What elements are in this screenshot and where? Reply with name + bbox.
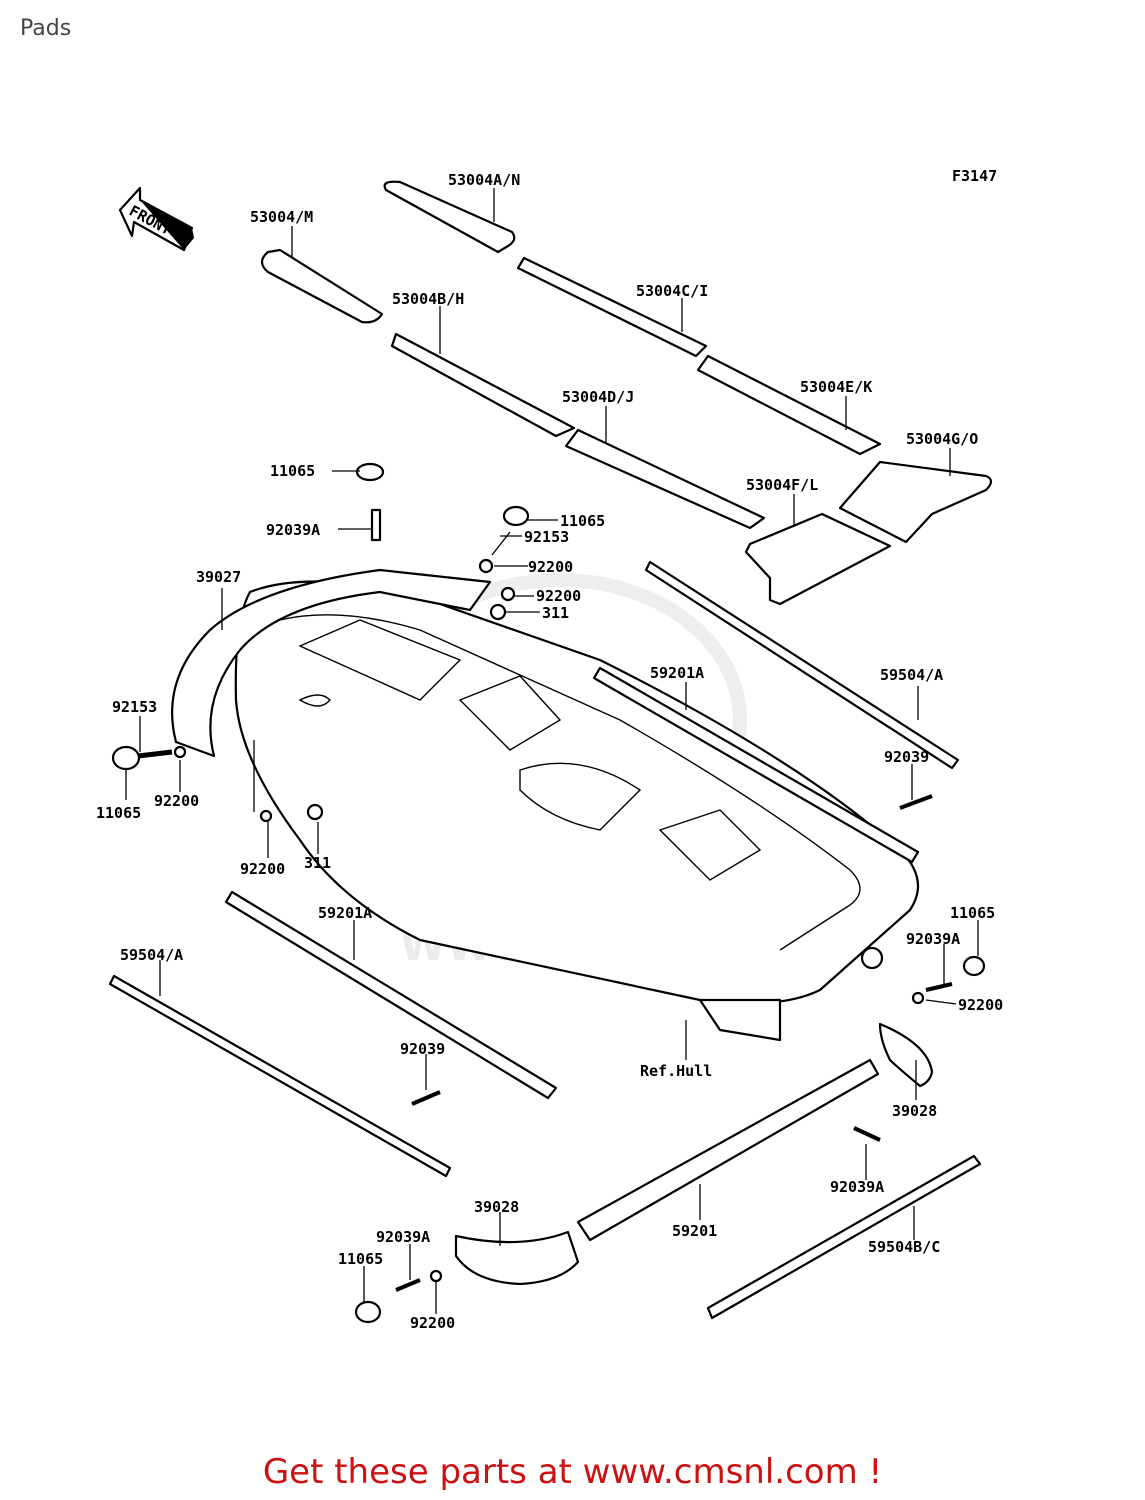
- part-label-92153-b: 92153: [112, 698, 157, 716]
- part-label-92039a-c: 92039A: [830, 1178, 884, 1196]
- rail-59201a-right: [592, 666, 920, 864]
- ref-hull-label: Ref.Hull: [640, 1062, 712, 1080]
- part-label-92039a-d: 92039A: [376, 1228, 430, 1246]
- part-label-59201a-b: 59201A: [318, 904, 372, 922]
- page-title: Pads: [20, 16, 72, 41]
- part-label-59201: 59201: [672, 1222, 717, 1240]
- part-label-11065-c: 11065: [96, 804, 141, 822]
- hull: [234, 580, 920, 1042]
- part-label-311-b: 311: [304, 854, 331, 872]
- front-arrow-icon: FRONT: [118, 186, 194, 252]
- part-label-53004an: 53004A/N: [448, 171, 520, 189]
- fasteners: [111, 462, 986, 1324]
- pad-53004fl: [744, 512, 892, 606]
- part-label-92039a-a: 92039A: [266, 521, 320, 539]
- part-label-53004m: 53004/M: [250, 208, 313, 226]
- pad-53004ek: [696, 354, 882, 456]
- part-label-39028-b: 39028: [474, 1198, 519, 1216]
- part-label-92200-c: 92200: [154, 792, 199, 810]
- part-label-92200-d: 92200: [240, 860, 285, 878]
- leader-lines: [125, 188, 979, 1314]
- part-label-311-a: 311: [542, 604, 569, 622]
- part-label-11065-b: 11065: [560, 512, 605, 530]
- bumper-39027: [171, 568, 492, 758]
- part-label-92039-a: 92039: [884, 748, 929, 766]
- part-label-53004fl: 53004F/L: [746, 476, 818, 494]
- rail-59504a-left: [108, 974, 452, 1178]
- part-label-92153-a: 92153: [524, 528, 569, 546]
- pad-53004bh: [390, 332, 576, 438]
- parts-diagram: WWW.CMSNL.COM FRONT F3147: [96, 167, 1003, 1332]
- rail-59201a-left: [224, 890, 558, 1100]
- part-label-59504a-b: 59504/A: [120, 946, 183, 964]
- part-label-11065-a: 11065: [270, 462, 315, 480]
- pad-53004an: [383, 180, 516, 254]
- part-labels: 53004A/N 53004/M 53004B/H 53004C/I 53004…: [96, 171, 1003, 1332]
- part-label-53004go: 53004G/O: [906, 430, 978, 448]
- part-label-92200-f: 92200: [410, 1314, 455, 1332]
- part-label-53004bh: 53004B/H: [392, 290, 464, 308]
- part-label-92039-b: 92039: [400, 1040, 445, 1058]
- pad-53004dj: [564, 428, 766, 530]
- rail-59504bc: [706, 1154, 982, 1320]
- part-label-11065-d: 11065: [950, 904, 995, 922]
- bumper-39028-right: [878, 1022, 934, 1088]
- bumper-39028-left: [454, 1230, 580, 1286]
- shop-link[interactable]: Get these parts at www.cmsnl.com !: [262, 1452, 883, 1492]
- pad-53004ci: [516, 256, 708, 358]
- rails: [108, 560, 982, 1320]
- part-label-53004ci: 53004C/I: [636, 282, 708, 300]
- part-label-92200-a: 92200: [528, 558, 573, 576]
- part-label-11065-e: 11065: [338, 1250, 383, 1268]
- part-label-59201a-a: 59201A: [650, 664, 704, 682]
- part-label-92200-b: 92200: [536, 587, 581, 605]
- rail-59201: [576, 1058, 880, 1242]
- part-label-53004dj: 53004D/J: [562, 388, 634, 406]
- part-label-59504bc: 59504B/C: [868, 1238, 940, 1256]
- part-label-53004ek: 53004E/K: [800, 378, 872, 396]
- deck-pads: [260, 180, 993, 606]
- rail-59504a-right: [644, 560, 960, 770]
- part-label-39027: 39027: [196, 568, 241, 586]
- pad-53004go: [838, 460, 993, 544]
- part-label-92200-e: 92200: [958, 996, 1003, 1014]
- part-label-59504a-a: 59504/A: [880, 666, 943, 684]
- part-label-92039a-b: 92039A: [906, 930, 960, 948]
- figure-code: F3147: [952, 167, 997, 185]
- part-label-39028-a: 39028: [892, 1102, 937, 1120]
- pad-53004m: [260, 248, 384, 324]
